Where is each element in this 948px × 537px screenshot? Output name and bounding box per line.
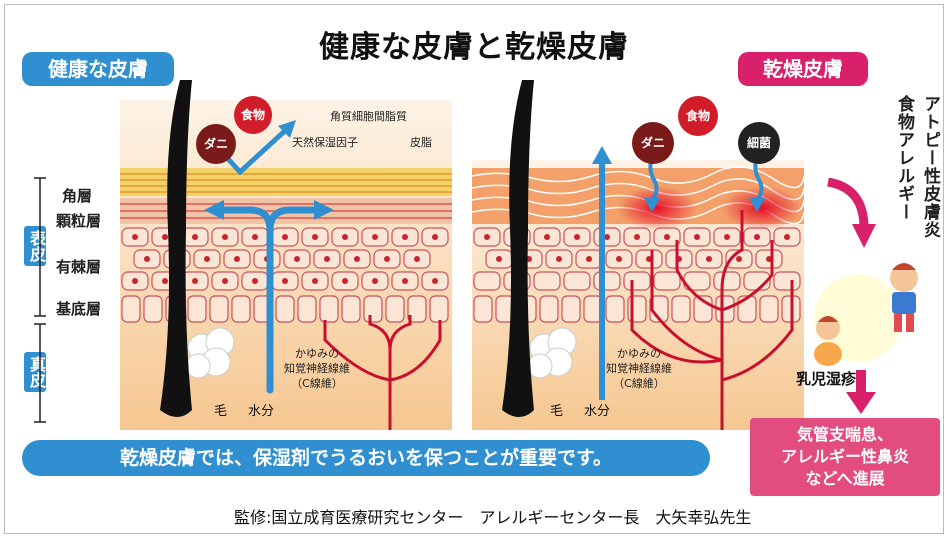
dry-skin-illustration	[472, 80, 804, 430]
progression-box: 気管支喘息、 アレルギー性鼻炎 などへ進展	[750, 418, 940, 496]
diagram-title: 健康な皮膚と乾燥皮膚	[319, 30, 629, 65]
atopic-dermatitis-text: アトピー性皮膚炎	[920, 95, 940, 239]
progression-arrows	[814, 178, 918, 414]
food-badge-right: 食物	[678, 96, 718, 136]
outer-frame	[4, 4, 944, 534]
child-figure-1	[890, 263, 918, 332]
bacteria-badge-right: 細菌	[738, 122, 780, 164]
dry-skin-badge: 乾燥皮膚	[738, 52, 868, 86]
sebaceous-gland-dry	[527, 327, 577, 379]
infant-figure	[814, 316, 842, 366]
food-allergy-text: 食物アレルギー	[894, 95, 914, 221]
lipid-label: 角質細胞間脂質	[330, 110, 407, 123]
layer-brackets	[34, 177, 46, 423]
infant-eczema-label: 乳児湿疹	[796, 370, 857, 388]
sebaceous-gland	[185, 327, 235, 379]
nerve-fibers-dry	[630, 210, 794, 430]
water-arrows	[216, 206, 322, 394]
water-label-right: 水分	[584, 404, 611, 419]
hair-shaft-dry	[502, 80, 534, 417]
layer-basal: 基底層	[56, 300, 102, 318]
layer-corneum: 角層	[62, 187, 93, 205]
hair-label-right: 毛	[550, 404, 564, 419]
healthy-skin-illustration	[120, 80, 452, 430]
hair-label-left: 毛	[214, 404, 228, 419]
supervision-credit: 監修:国立成育医療研究センター アレルギーセンター長 大矢幸弘先生	[234, 508, 752, 527]
cell-nuclei	[132, 234, 438, 284]
sebum-label: 皮脂	[410, 136, 432, 149]
food-badge-left: 食物	[234, 96, 272, 134]
cell-nuclei-dry	[484, 234, 790, 262]
mite-badge-left: ダニ	[196, 124, 236, 164]
hair-shaft	[160, 80, 192, 417]
mite-badge-right: ダニ	[632, 122, 674, 164]
nerve-label-left: かゆみの 知覚神経線維 （C線維）	[284, 347, 350, 390]
nerve-label-right: かゆみの 知覚神経線維 （C線維）	[606, 347, 672, 390]
nmf-label: 天然保湿因子	[292, 136, 358, 149]
inflammation-1	[617, 186, 697, 230]
layer-granular: 顆粒層	[56, 212, 102, 230]
water-label-left: 水分	[248, 404, 275, 419]
layer-spinous: 有棘層	[56, 258, 102, 276]
healthy-skin-badge: 健康な皮膚	[22, 52, 174, 86]
moisturize-banner: 乾燥皮膚では、保湿剤でうるおいを保つことが重要です。	[22, 440, 710, 476]
nerve-fibers	[323, 315, 442, 430]
